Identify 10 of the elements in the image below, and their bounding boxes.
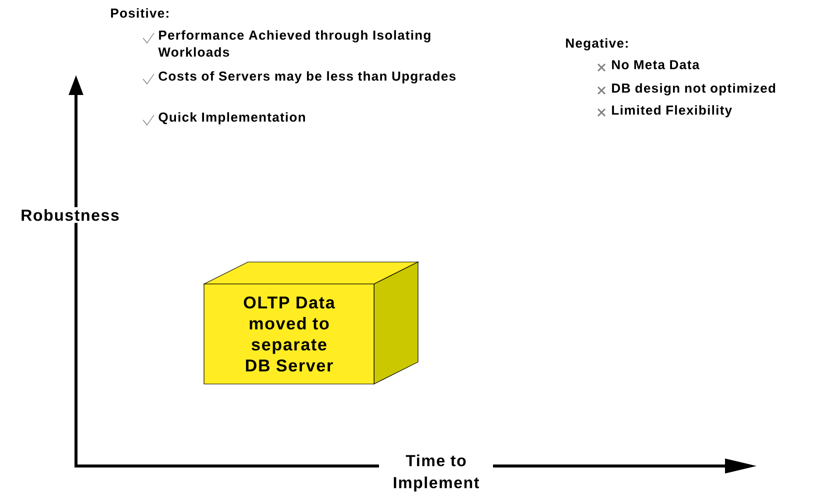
list-item: Limited Flexibility xyxy=(612,105,732,118)
heading: Positive: xyxy=(111,8,168,18)
heading: Negative: xyxy=(566,38,628,50)
list-item: No Meta Data xyxy=(612,60,700,70)
list-item: Quick Implementation xyxy=(158,112,305,124)
list-item: Performance Achieved through Isolating Workloads xyxy=(158,30,430,57)
list-item: DB design not optimized xyxy=(612,83,776,96)
axis-label: Time to Implement xyxy=(379,452,493,494)
axis-label: Robustness xyxy=(18,207,122,223)
list-item: Costs of Servers may be less than Upgrades xyxy=(158,71,456,84)
